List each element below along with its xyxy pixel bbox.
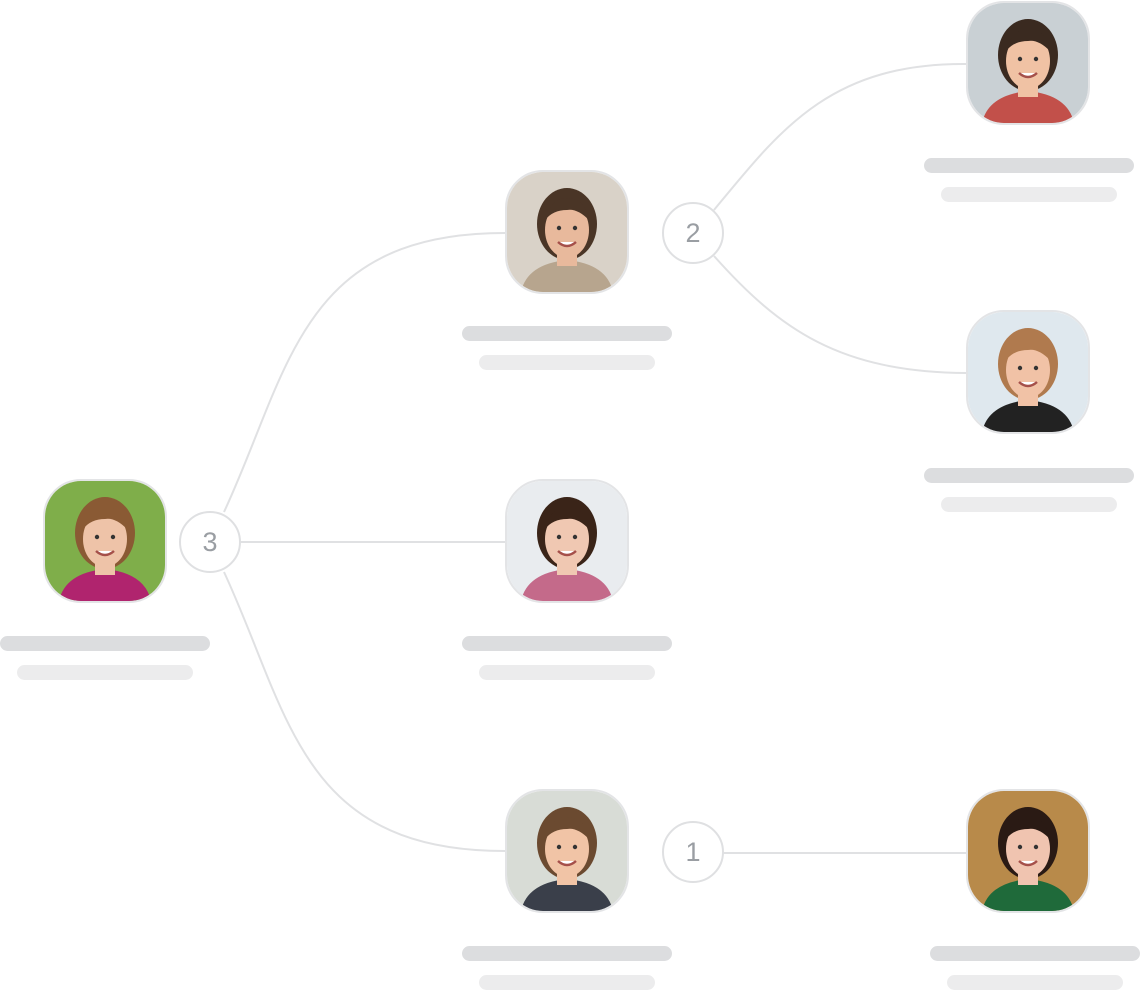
person-photo xyxy=(507,481,627,601)
name-placeholder xyxy=(462,636,672,651)
name-placeholder xyxy=(462,946,672,961)
link-top-topbottom xyxy=(713,255,967,374)
title-placeholder xyxy=(479,355,655,370)
title-placeholder xyxy=(947,975,1123,990)
name-placeholder xyxy=(930,946,1140,961)
title-placeholder xyxy=(17,665,193,680)
link-root-top xyxy=(223,232,506,513)
link-root-bottom xyxy=(223,571,506,852)
title-placeholder xyxy=(941,187,1117,202)
person-photo xyxy=(968,312,1088,432)
report-count-badge[interactable]: 2 xyxy=(662,202,724,264)
avatar-middle[interactable] xyxy=(505,479,629,603)
avatar-root[interactable] xyxy=(43,479,167,603)
title-placeholder xyxy=(479,665,655,680)
avatar-top-top[interactable] xyxy=(966,1,1090,125)
report-count-badge[interactable]: 3 xyxy=(179,511,241,573)
title-placeholder xyxy=(479,975,655,990)
person-photo xyxy=(507,791,627,911)
link-top-toptop xyxy=(713,62,967,211)
title-placeholder xyxy=(941,497,1117,512)
person-photo xyxy=(968,3,1088,123)
name-placeholder xyxy=(462,326,672,341)
person-photo xyxy=(968,791,1088,911)
person-photo xyxy=(507,172,627,292)
avatar-bottom[interactable] xyxy=(505,789,629,913)
person-photo xyxy=(45,481,165,601)
name-placeholder xyxy=(924,158,1134,173)
report-count-badge[interactable]: 1 xyxy=(662,821,724,883)
name-placeholder xyxy=(0,636,210,651)
avatar-top[interactable] xyxy=(505,170,629,294)
avatar-top-bottom[interactable] xyxy=(966,310,1090,434)
name-placeholder xyxy=(924,468,1134,483)
avatar-bottom-right[interactable] xyxy=(966,789,1090,913)
